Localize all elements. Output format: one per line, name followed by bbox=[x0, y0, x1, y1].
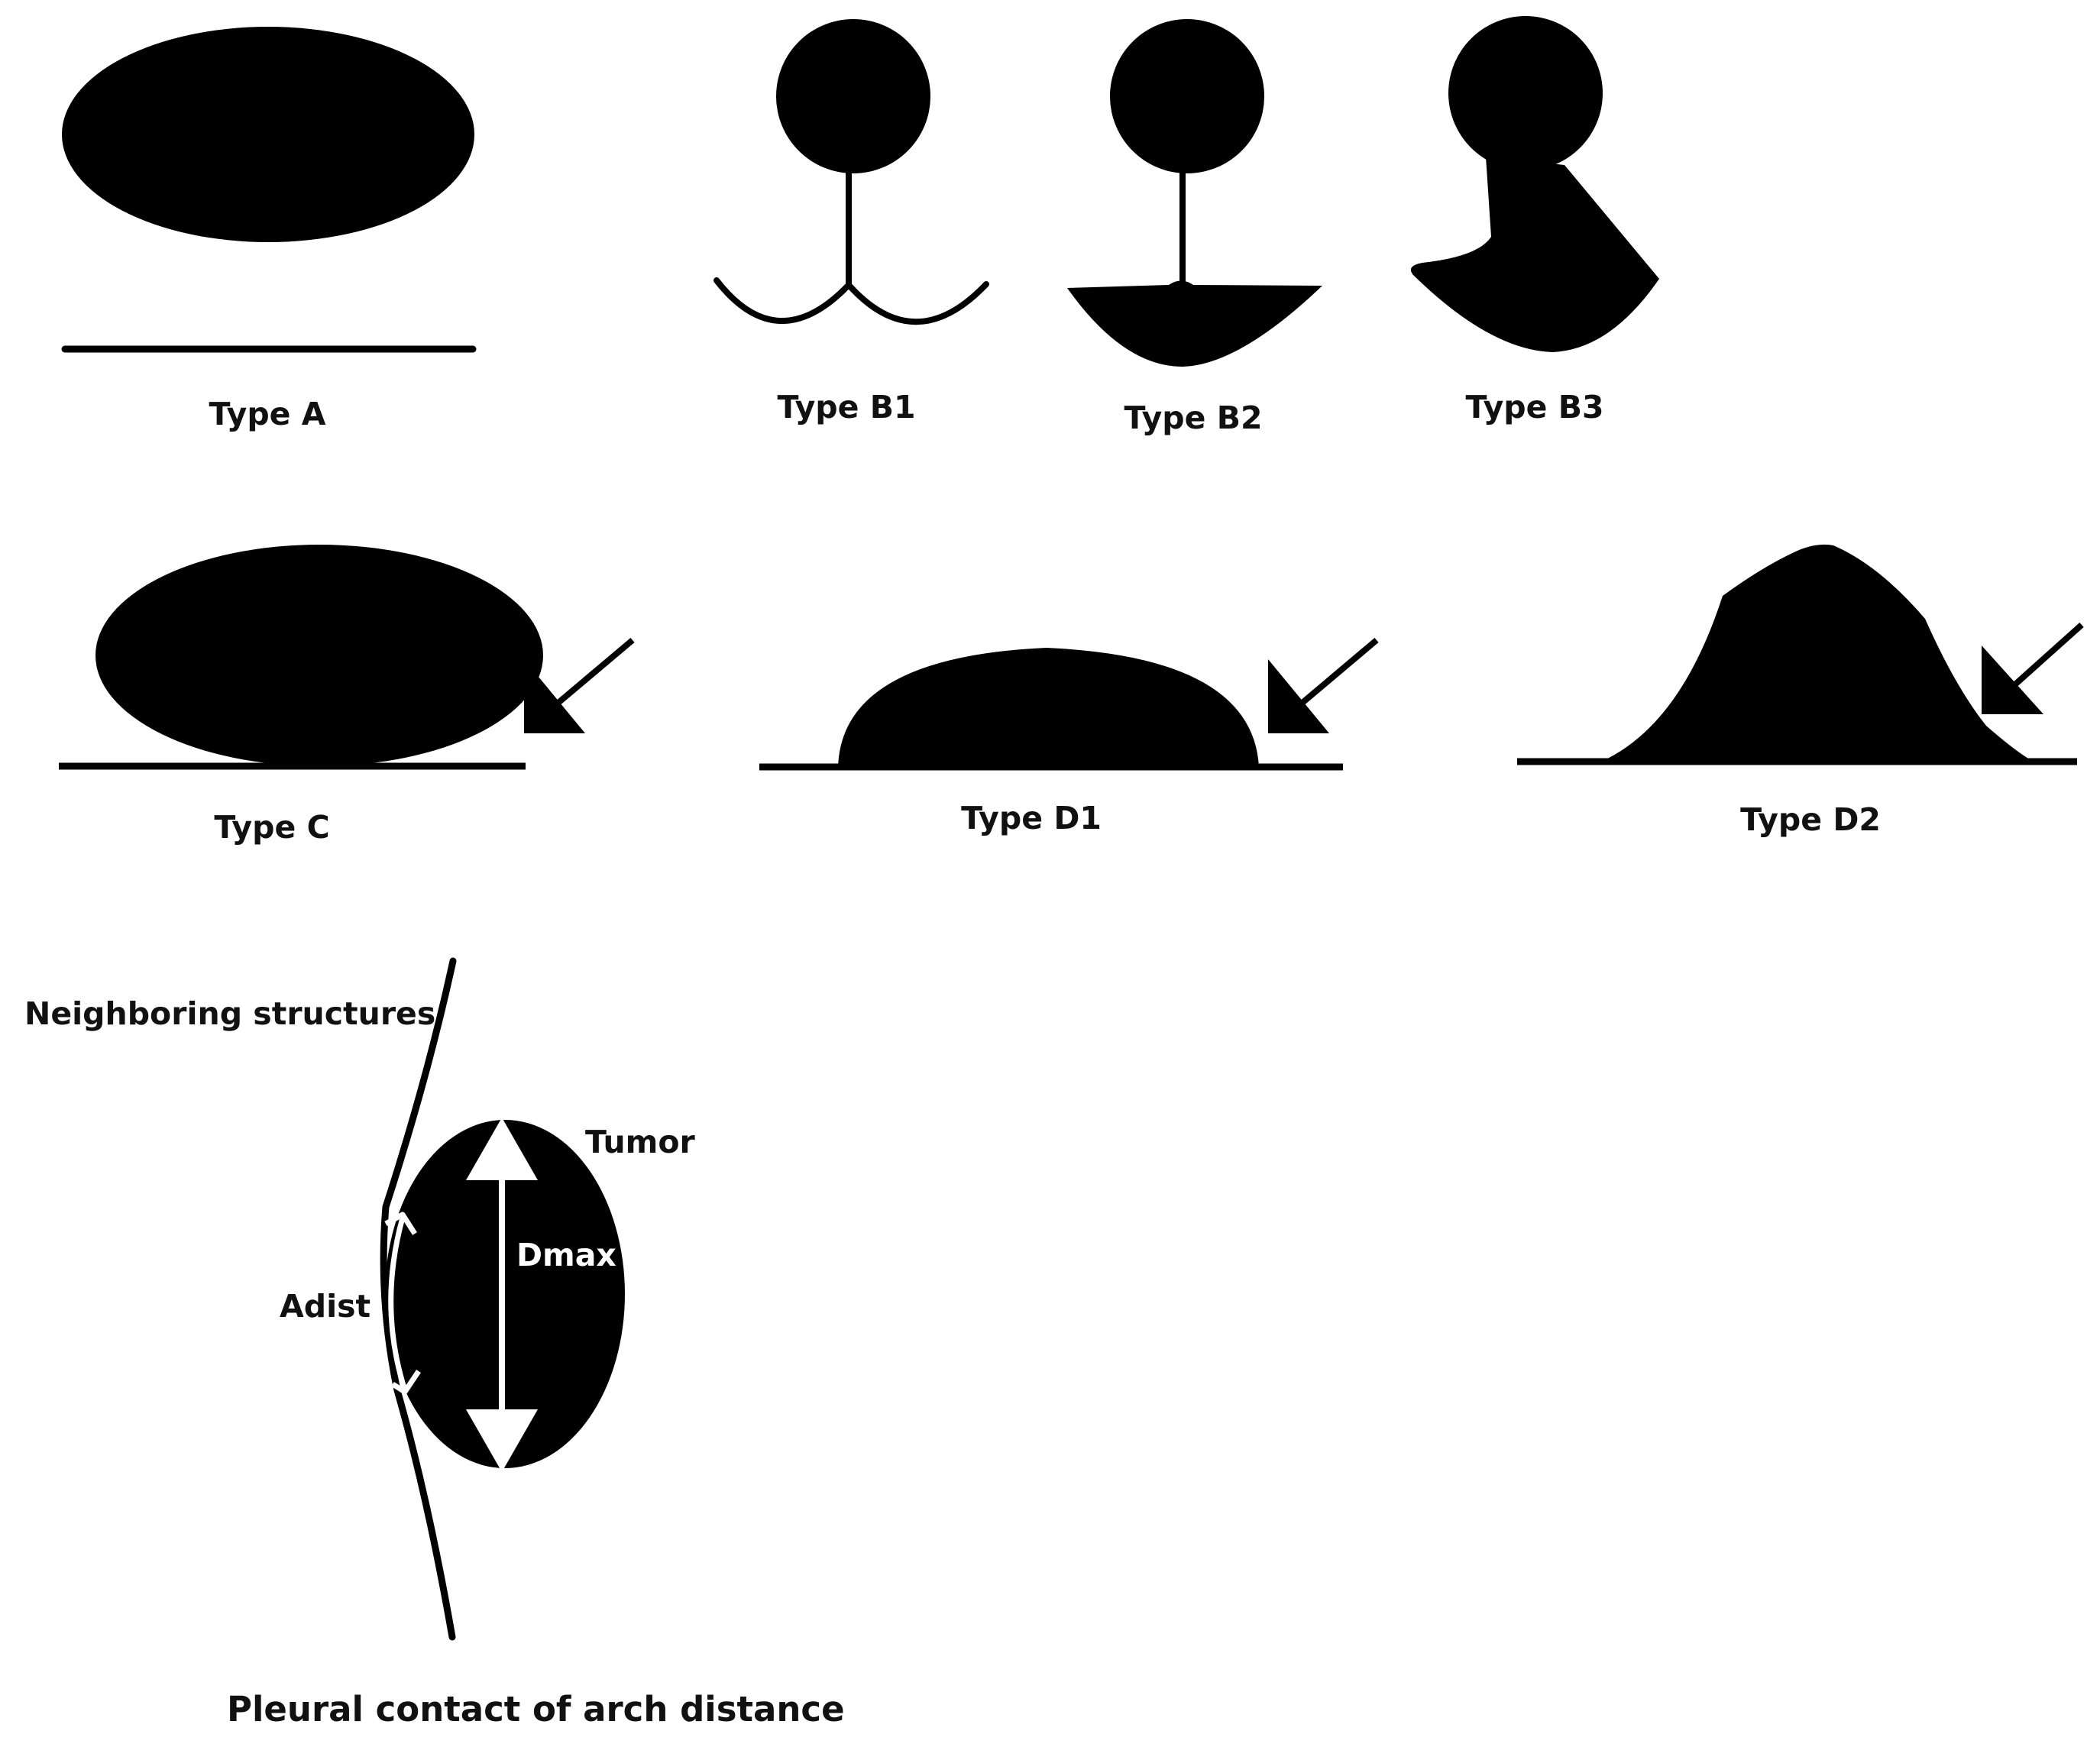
type-d1-arrow-shaft bbox=[1286, 637, 1379, 717]
neighboring-structure-line bbox=[380, 957, 457, 1641]
type-b1-label: Type B1 bbox=[777, 389, 915, 425]
type-d1-tumor bbox=[838, 648, 1259, 767]
adist-arrow-head-bottom bbox=[391, 1370, 421, 1395]
type-d2-tumor bbox=[1601, 544, 2034, 762]
type-d1-label: Type D1 bbox=[961, 800, 1102, 836]
type-c-arrow-head bbox=[524, 659, 585, 733]
type-b3-figure: Type B3 bbox=[1410, 16, 1659, 425]
neighboring-structures-label: Neighboring structures bbox=[24, 995, 435, 1032]
type-b1-tumor bbox=[776, 19, 930, 173]
dmax-label: Dmax bbox=[516, 1237, 616, 1273]
type-d1-figure: Type D1 bbox=[759, 637, 1379, 836]
type-d2-label: Type D2 bbox=[1740, 801, 1881, 838]
type-a-label: Type A bbox=[209, 396, 326, 432]
type-a-tumor bbox=[62, 27, 474, 242]
type-b2-pleural-tag bbox=[1067, 280, 1322, 367]
type-b1-fissure-right bbox=[846, 281, 989, 325]
type-b2-label: Type B2 bbox=[1124, 400, 1262, 436]
dmax-arrow-head-top bbox=[466, 1118, 538, 1180]
type-c-label: Type C bbox=[214, 809, 329, 846]
type-b1-figure: Type B1 bbox=[713, 19, 989, 425]
type-d2-arrow-head bbox=[1982, 645, 2043, 714]
dmax-arrow-head-bottom bbox=[466, 1409, 538, 1472]
figure-caption: Pleural contact of arch distance bbox=[227, 1689, 845, 1729]
adist-arc bbox=[388, 1217, 408, 1392]
type-d2-figure: Type D2 bbox=[1517, 544, 2084, 838]
type-c-tumor bbox=[95, 545, 543, 766]
pleural-contact-schematic: Neighboring structures Tumor Dmax Adist … bbox=[24, 957, 845, 1729]
type-b2-figure: Type B2 bbox=[1067, 19, 1322, 436]
type-b3-tumor bbox=[1448, 16, 1603, 170]
tumor-label: Tumor bbox=[585, 1124, 696, 1160]
type-b2-tumor bbox=[1110, 19, 1264, 173]
type-c-figure: Type C bbox=[59, 545, 635, 846]
adist-label: Adist bbox=[280, 1288, 370, 1325]
type-c-arrow-shaft bbox=[542, 637, 635, 717]
type-d1-arrow-head bbox=[1268, 659, 1329, 733]
type-b3-label: Type B3 bbox=[1465, 389, 1603, 425]
type-a-figure: Type A bbox=[61, 27, 477, 432]
type-b1-fissure-left bbox=[713, 277, 852, 324]
type-b3-broad-base bbox=[1410, 157, 1659, 352]
adist-arrow-head-top bbox=[384, 1212, 417, 1235]
